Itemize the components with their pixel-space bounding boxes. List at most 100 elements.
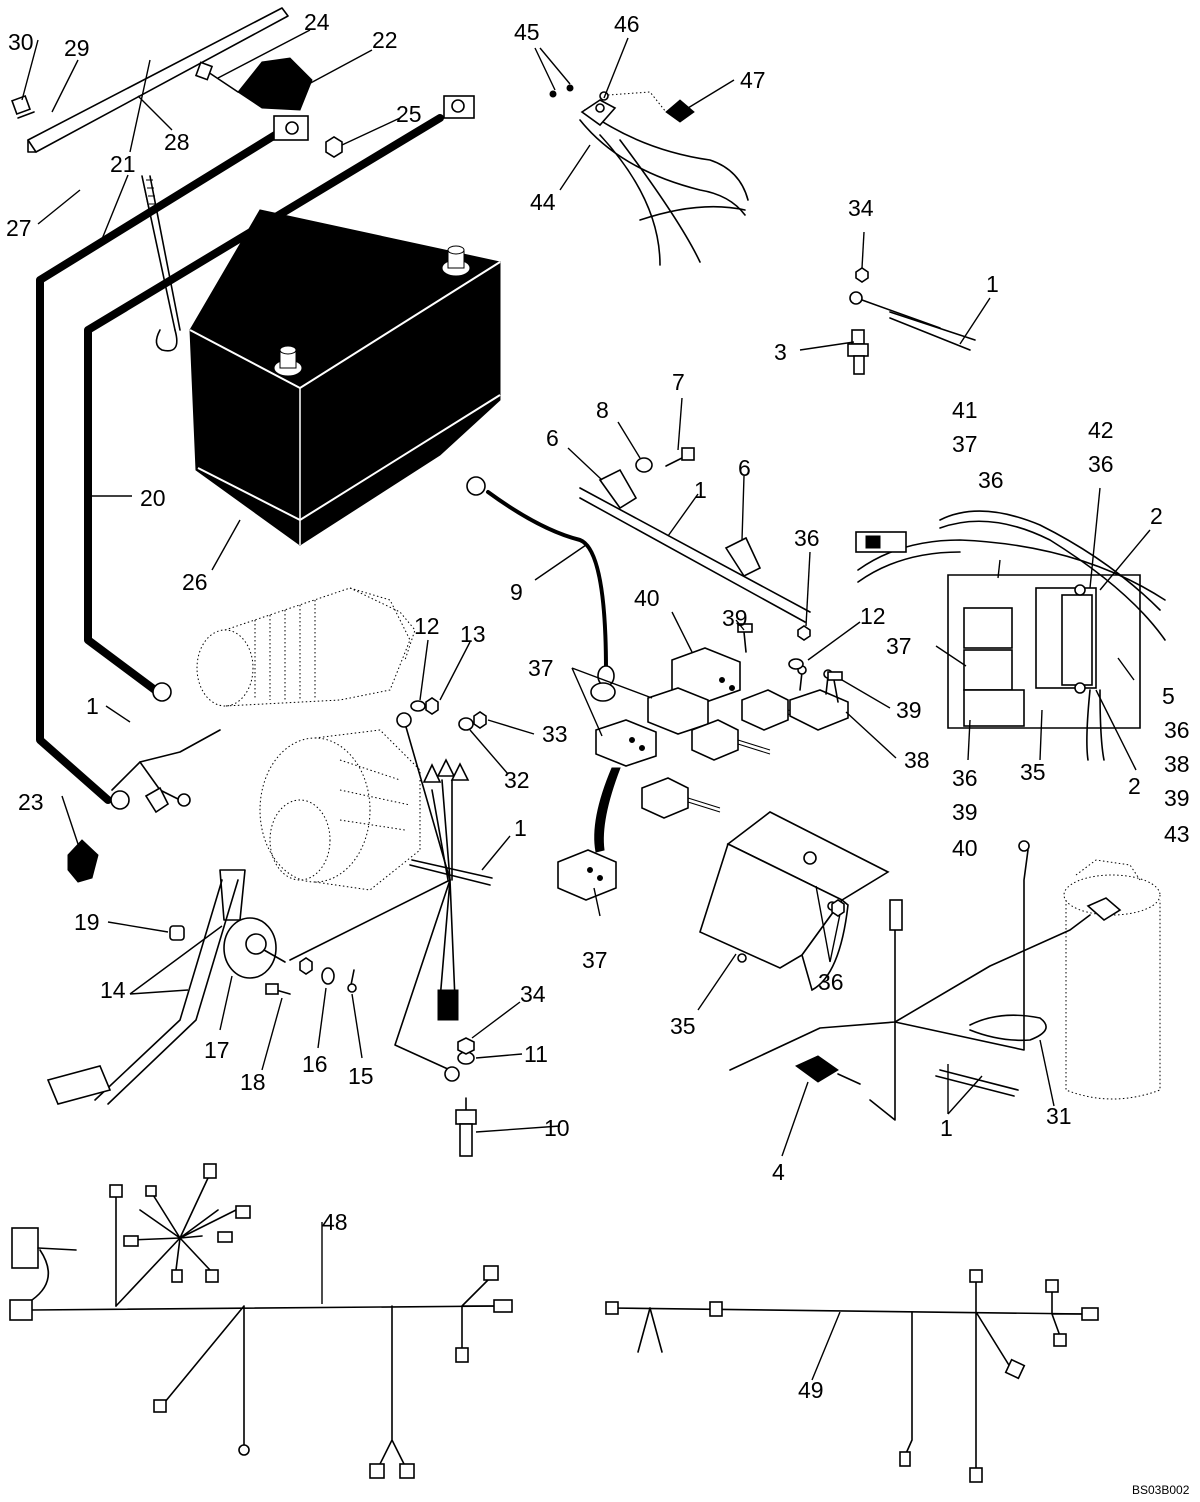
callout-1-mid: 1 — [694, 477, 707, 503]
callout-37-panel-left: 37 — [886, 633, 912, 659]
relay-arrow — [594, 767, 621, 853]
callout-34-bottom: 34 — [520, 981, 546, 1007]
callout-39-far-right: 39 — [1164, 785, 1190, 811]
callout-3: 3 — [774, 339, 787, 365]
callout-7: 7 — [672, 369, 685, 395]
callout-19: 19 — [74, 909, 100, 935]
washer-12-right — [788, 658, 804, 670]
callout-9: 9 — [510, 579, 523, 605]
battery-terminal-right — [441, 245, 471, 277]
washer-16 — [321, 967, 335, 985]
nut-36-mid — [797, 625, 811, 641]
callout-36-bracket: 36 — [818, 969, 844, 995]
sensor-bracket — [580, 99, 617, 127]
callout-1-starter: 1 — [86, 693, 99, 719]
callout-25: 25 — [396, 101, 422, 127]
callout-10: 10 — [544, 1115, 570, 1141]
callout-6-right: 6 — [738, 455, 751, 481]
callout-32: 32 — [504, 767, 530, 793]
switch-lever — [46, 869, 246, 1105]
sender-nut-34-top — [855, 267, 869, 283]
callout-37-mid: 37 — [528, 655, 554, 681]
callout-14: 14 — [100, 977, 126, 1003]
callout-20: 20 — [140, 485, 166, 511]
cable-end-cap — [67, 839, 99, 883]
screw-15 — [347, 969, 357, 993]
relay-37-bottom — [557, 849, 617, 901]
callout-35-bracket: 35 — [670, 1013, 696, 1039]
terminal-nut — [325, 136, 343, 158]
callout-39-mid: 39 — [722, 605, 748, 631]
sender-terminal — [444, 1066, 460, 1082]
relay-37-b — [595, 719, 657, 767]
hold-down-nut — [11, 95, 31, 115]
figure-code: BS03B002 — [1132, 1483, 1190, 1497]
callout-49: 49 — [798, 1377, 824, 1403]
terminal-bolt — [194, 61, 239, 93]
starter-wire-1 — [111, 729, 221, 814]
relay-socket-b — [691, 719, 771, 761]
callout-40-panel-bottom: 40 — [952, 835, 978, 861]
callout-5: 5 — [1162, 683, 1175, 709]
leader-lines — [21, 29, 1151, 1381]
callout-37-bottom: 37 — [582, 947, 608, 973]
switch-nut — [299, 957, 313, 975]
screw-39-b — [827, 671, 843, 703]
ground-strap — [466, 476, 616, 702]
temperature-sender — [847, 329, 869, 375]
battery-cable-positive — [84, 95, 475, 702]
callout-43: 43 — [1164, 821, 1190, 847]
bracket-clip — [599, 91, 609, 101]
battery-terminal-left — [273, 345, 303, 377]
clamp-washer — [635, 457, 653, 473]
callout-36-mid: 36 — [794, 525, 820, 551]
harness-49 — [605, 1269, 1099, 1483]
callout-47: 47 — [740, 67, 766, 93]
callout-13: 13 — [460, 621, 486, 647]
callout-11: 11 — [524, 1041, 548, 1067]
wire-loop-31 — [969, 1014, 1047, 1042]
callout-15: 15 — [348, 1063, 374, 1089]
harness-wire-1-bottom — [729, 840, 1091, 1121]
callout-36-panel-bottom: 36 — [952, 765, 978, 791]
callout-44: 44 — [530, 189, 556, 215]
callout-22: 22 — [372, 27, 398, 53]
callout-39-panel-bottom: 39 — [952, 799, 978, 825]
screw-39-a — [737, 623, 753, 653]
cable-clamp-left — [598, 468, 638, 510]
relay-socket-a — [641, 777, 721, 819]
callout-41: 41 — [952, 397, 978, 423]
callout-36-panel: 36 — [978, 467, 1004, 493]
callout-46: 46 — [614, 11, 640, 37]
callout-1-bottom: 1 — [940, 1115, 953, 1141]
callout-45: 45 — [514, 19, 540, 45]
callout-36-right: 36 — [1164, 717, 1190, 743]
hold-down-washer — [17, 111, 35, 119]
clamp-bolt — [665, 447, 695, 467]
alternator — [259, 729, 421, 891]
callout-38-right: 38 — [1164, 751, 1190, 777]
harness-48 — [9, 1163, 513, 1479]
callout-31: 31 — [1046, 1103, 1072, 1129]
callout-36-panel-right: 36 — [1088, 451, 1114, 477]
relay-mounting-bracket — [699, 811, 890, 992]
callout-2-bottom: 2 — [1128, 773, 1141, 799]
callout-40-mid: 40 — [634, 585, 660, 611]
wire-1-top-right — [849, 291, 976, 351]
oil-temp-sender — [455, 1097, 477, 1157]
sender-nut-34-bottom — [457, 1037, 475, 1055]
bolt-18 — [265, 983, 291, 995]
callout-6-left: 6 — [546, 425, 559, 451]
washer-32 — [458, 717, 474, 731]
callout-4: 4 — [772, 1159, 785, 1185]
callout-34-top: 34 — [848, 195, 874, 221]
battery-cable-negative — [36, 115, 309, 810]
ring-terminals — [396, 712, 470, 783]
switch-screw-19 — [169, 925, 185, 941]
hold-down-rod — [141, 175, 181, 352]
callout-23: 23 — [18, 789, 44, 815]
callout-18: 18 — [240, 1069, 266, 1095]
callout-29: 29 — [64, 35, 90, 61]
callout-17: 17 — [204, 1037, 230, 1063]
